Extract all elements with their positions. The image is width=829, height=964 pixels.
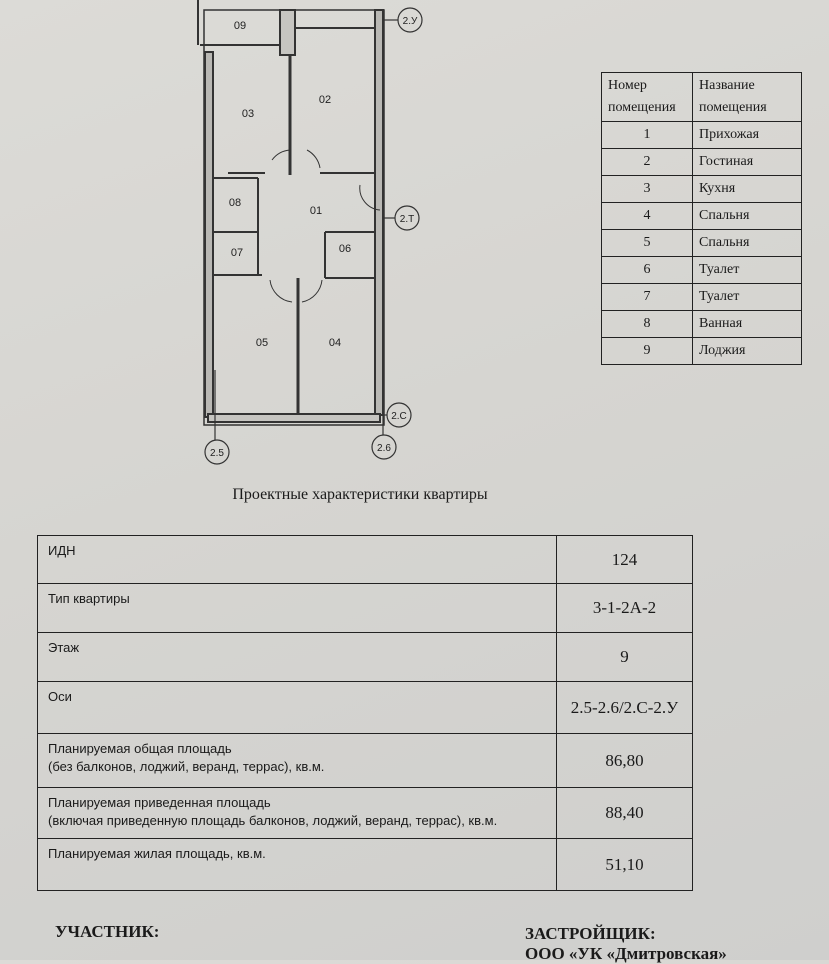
svg-text:2.С: 2.С xyxy=(391,411,407,422)
svg-text:02: 02 xyxy=(319,94,331,106)
room-number: 6 xyxy=(601,256,693,284)
row-label: Оси xyxy=(37,681,557,734)
svg-text:2.6: 2.6 xyxy=(377,443,391,454)
room-name: Спальня xyxy=(692,229,802,257)
room-name: Гостиная xyxy=(692,148,802,176)
row-label: Этаж xyxy=(37,632,557,682)
row-value: 124 xyxy=(556,535,693,584)
room-number: 9 xyxy=(601,337,693,365)
participant-label: УЧАСТНИК: xyxy=(55,922,160,941)
table-row: Планируемая общая площадь (без балконов, … xyxy=(37,733,693,788)
room-number: 2 xyxy=(601,148,693,176)
axis-markers: 2.У 2.Т 2.С 2.5 2.6 xyxy=(204,7,423,465)
row-value: 88,40 xyxy=(556,787,693,839)
row-label: Планируемая общая площадь (без балконов, … xyxy=(37,733,557,788)
svg-text:09: 09 xyxy=(234,20,246,32)
table-row: Планируемая жилая площадь, кв.м.51,10 xyxy=(37,838,693,891)
floor-plan: 09 03 02 01 08 07 06 05 04 2.У 2.Т 2.С 2… xyxy=(197,0,423,465)
room-name: Прихожая xyxy=(692,121,802,149)
svg-text:08: 08 xyxy=(229,197,241,209)
room-name: Туалет xyxy=(692,256,802,284)
row-value: 86,80 xyxy=(556,733,693,788)
row-label: Тип квартиры xyxy=(37,583,557,633)
svg-text:2.Т: 2.Т xyxy=(400,214,414,225)
row-label: Планируемая приведенная площадь (включая … xyxy=(37,787,557,839)
label-line-1: Планируемая общая площадь xyxy=(48,741,232,756)
room-labels: 09 03 02 01 08 07 06 05 04 xyxy=(229,20,351,349)
row-label: ИДН xyxy=(37,535,557,584)
room-number: 1 xyxy=(601,121,693,149)
label-line-2: (включая приведенную площадь балконов, л… xyxy=(48,813,498,828)
room-name: Кухня xyxy=(692,175,802,203)
svg-text:06: 06 xyxy=(339,243,351,255)
row-label: Планируемая жилая площадь, кв.м. xyxy=(37,838,557,891)
row-value: 2.5-2.6/2.С-2.У xyxy=(556,681,693,734)
room-name: Лоджия xyxy=(692,337,802,365)
label-line-1: Планируемая приведенная площадь xyxy=(48,795,271,810)
header-number: Номер помещения xyxy=(601,72,693,122)
developer-name: ООО «УК «Дмитровская» xyxy=(525,944,727,963)
svg-text:2.5: 2.5 xyxy=(210,448,224,459)
room-number: 4 xyxy=(601,202,693,230)
rooms-table-header: Номер помещения Название помещения xyxy=(601,72,802,122)
svg-text:2.У: 2.У xyxy=(403,16,418,27)
room-number: 8 xyxy=(601,310,693,338)
room-number: 5 xyxy=(601,229,693,257)
svg-text:04: 04 xyxy=(329,337,341,349)
room-name: Спальня xyxy=(692,202,802,230)
svg-text:03: 03 xyxy=(242,108,254,120)
room-number: 3 xyxy=(601,175,693,203)
characteristics-title: Проектные характеристики квартиры xyxy=(232,486,488,503)
table-row: Планируемая приведенная площадь (включая … xyxy=(37,787,693,839)
room-name: Ванная xyxy=(692,310,802,338)
svg-text:07: 07 xyxy=(231,247,243,259)
row-value: 3-1-2А-2 xyxy=(556,583,693,633)
room-name: Туалет xyxy=(692,283,802,311)
svg-text:05: 05 xyxy=(256,337,268,349)
walls xyxy=(197,0,385,426)
header-name: Название помещения xyxy=(692,72,802,122)
svg-text:01: 01 xyxy=(310,205,322,217)
developer-label: ЗАСТРОЙЩИК: xyxy=(525,924,656,943)
row-value: 51,10 xyxy=(556,838,693,891)
row-value: 9 xyxy=(556,632,693,682)
label-line-2: (без балконов, лоджий, веранд, террас), … xyxy=(48,759,325,774)
room-number: 7 xyxy=(601,283,693,311)
